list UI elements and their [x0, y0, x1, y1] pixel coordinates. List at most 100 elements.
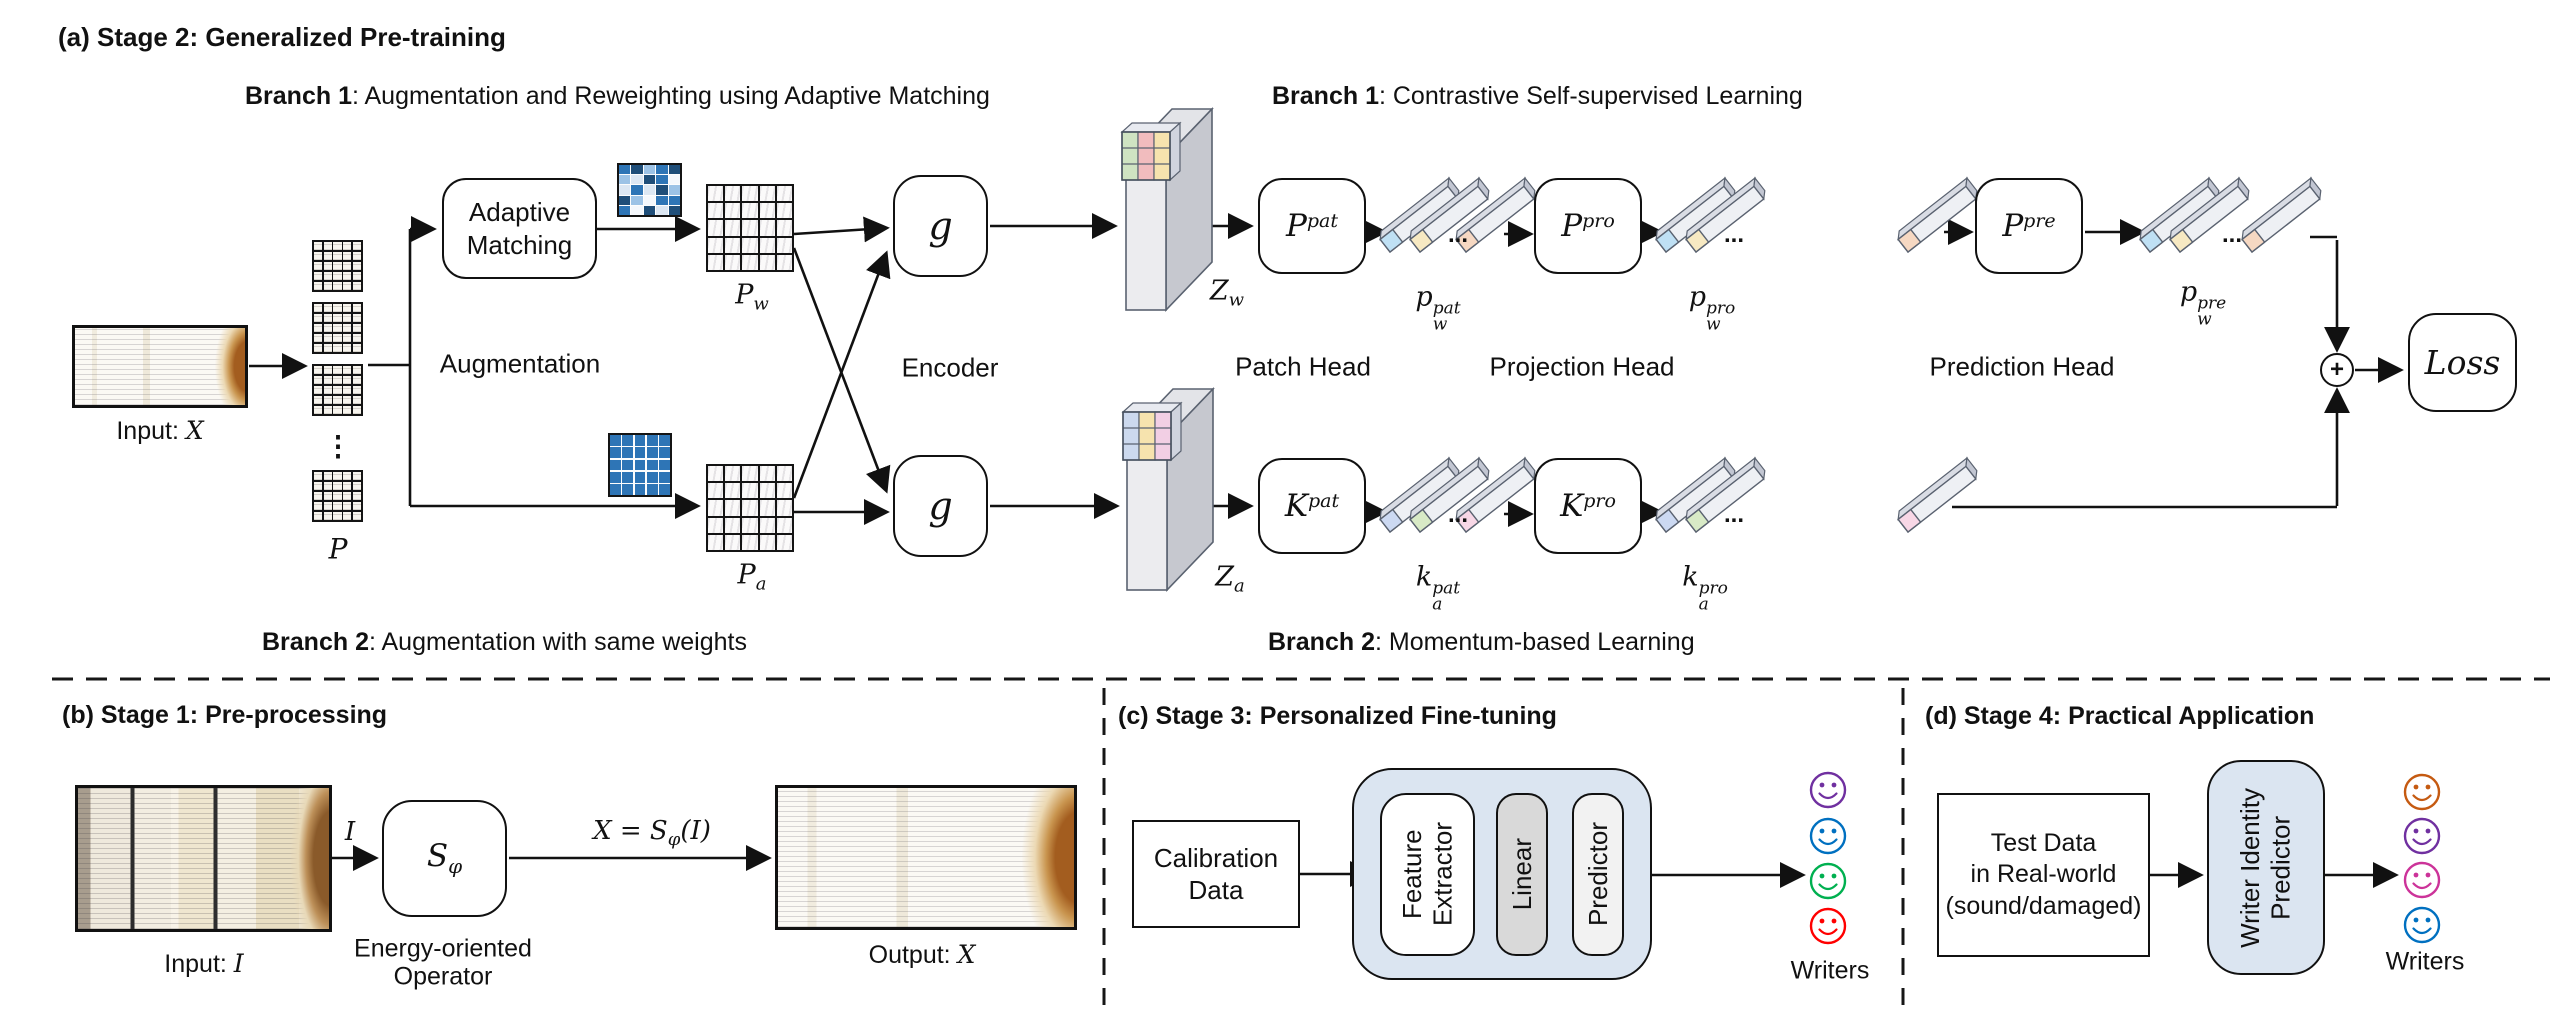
patch-grid-0 [312, 240, 363, 292]
grid-cell [622, 447, 634, 459]
grid-cell [668, 175, 680, 185]
feature-vector-bar-part [1685, 508, 1710, 533]
stage-a-title: (a) Stage 2: Generalized Pre-training [58, 22, 506, 52]
writer-smiley-face [2403, 817, 2441, 855]
branch2-right-bold: Branch 2 [1268, 628, 1375, 656]
grid-cell [314, 366, 323, 375]
test-data-line3: (sound/damaged) [1945, 891, 2142, 920]
grid-cell [352, 251, 361, 261]
connector-arrow [792, 247, 891, 494]
grid-cell [343, 333, 352, 343]
output-x-caption: Output: X [868, 940, 976, 969]
writer-smiley-face [2403, 773, 2441, 811]
writer-smiley-eye [1831, 873, 1837, 879]
grid-cell [333, 385, 342, 395]
zw-label: Zw [1209, 275, 1245, 311]
writer-smiley-eye [2425, 828, 2431, 834]
grid-cell [352, 385, 361, 395]
branch1-right-heading: Branch 1: Contrastive Self-supervised Le… [1272, 82, 1803, 111]
writer-smiley-face [2403, 861, 2441, 899]
writer-smiley-mouth [1818, 883, 1838, 891]
grid-cell [619, 165, 631, 175]
grid-cell [631, 165, 643, 175]
grid-cell [323, 251, 332, 261]
feature-vector-bar [1685, 176, 1766, 253]
branch1-right-bold: Branch 1 [1272, 82, 1379, 110]
grid-cell [333, 472, 342, 481]
linear-label: Linear [1506, 838, 1537, 911]
feature-vector-bar [1655, 456, 1736, 533]
connector-arrow [793, 216, 890, 243]
grid-cell [708, 534, 724, 550]
grid-cell [333, 375, 342, 385]
grid-cell [343, 385, 352, 395]
writer-smiley-eye [2425, 917, 2431, 923]
grid-cell [742, 237, 758, 253]
feature-vector-bar-part [1409, 508, 1434, 533]
grid-cell [314, 501, 323, 511]
grid-cell [333, 242, 342, 251]
grid-cell [314, 242, 323, 251]
grid-cell [352, 491, 361, 501]
grid-cell [742, 203, 758, 219]
grid-cell [314, 323, 323, 333]
grid-cell [323, 501, 332, 511]
grid-cell [776, 517, 792, 533]
grid-cell [656, 195, 668, 205]
sum-node: + [2320, 353, 2354, 387]
grid-cell [314, 375, 323, 385]
grid-cell [776, 483, 792, 499]
grid-cell [352, 472, 361, 481]
grid-cell [333, 313, 342, 323]
grid-cell [314, 343, 323, 352]
feature-vector-bar-part [1455, 228, 1480, 253]
feature-vector-bar [1455, 456, 1536, 533]
writer-smiley-eye [1819, 782, 1825, 788]
grid-cell [314, 491, 323, 501]
grid-cell [708, 466, 724, 482]
branch1-top-heading: Branch 1: Augmentation and Reweighting u… [245, 82, 990, 111]
grid-cell [643, 165, 656, 175]
grid-cell [708, 203, 724, 219]
input-x-image [72, 325, 248, 408]
bars-ellipsis: ... [2222, 221, 2242, 248]
feature-vector-bar-part [1655, 508, 1680, 533]
grid-cell [725, 483, 741, 499]
grid-cell [610, 459, 621, 471]
writer-smiley-eye [2413, 872, 2419, 878]
feature-extractor-line1: Feature [1396, 829, 1427, 920]
grid-cell [352, 333, 361, 343]
grid-cell [333, 405, 342, 414]
grid-cell [622, 484, 634, 495]
grid-cell [656, 205, 668, 215]
grid-cell [352, 271, 361, 281]
grid-cell [708, 237, 724, 253]
grid-cell [619, 205, 631, 215]
projection-head-box-online: Ppro [1534, 178, 1642, 274]
za-label: Za [1215, 561, 1245, 597]
grid-cell [352, 304, 361, 313]
writer-smiley-eye [1819, 873, 1825, 879]
grid-cell [352, 261, 361, 271]
grid-cell [725, 517, 741, 533]
grid-cell [352, 375, 361, 385]
grid-cell [634, 447, 646, 459]
test-data-line2: in Real-world [1970, 860, 2117, 889]
za-slab-front [1126, 436, 1168, 591]
grid-cell [610, 435, 621, 446]
patch-head-box-online: Ppat [1258, 178, 1366, 274]
grid-cell [742, 220, 758, 236]
grid-cell [725, 466, 741, 482]
grid-cell [622, 471, 634, 483]
grid-cell [323, 242, 332, 251]
bars-ellipsis: ... [1448, 221, 1468, 248]
writer-smiley-mouth [1818, 792, 1838, 800]
grid-cell [643, 175, 656, 185]
grid-cell [314, 251, 323, 261]
calibration-data-box: Calibration Data [1132, 820, 1300, 928]
grid-cell [656, 165, 668, 175]
grid-cell [352, 281, 361, 290]
